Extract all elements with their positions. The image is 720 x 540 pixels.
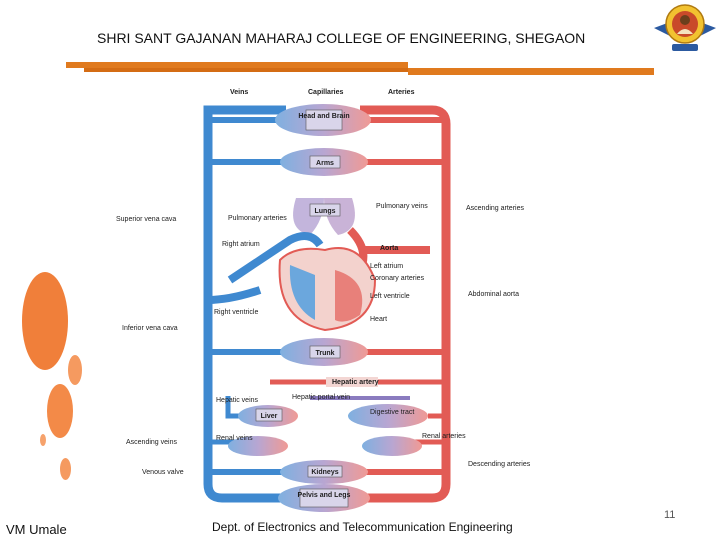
label-pelvis-and-legs: Pelvis and Legs: [298, 492, 351, 499]
footer-department: Dept. of Electronics and Telecommunicati…: [212, 520, 513, 534]
decorative-circle-small: [68, 355, 82, 385]
lungs-and-heart: Lungs: [207, 198, 430, 332]
header-rule-right: [408, 68, 654, 75]
circulation-diagram: Head and Brain Arms Lungs: [116, 89, 531, 512]
label-capillaries: Capillaries: [308, 89, 344, 96]
capillary-bed-liver: Liver: [238, 405, 298, 427]
decorative-circle-tiny: [60, 458, 71, 480]
capillary-bed-head: Head and Brain: [208, 104, 446, 136]
capillary-bed-trunk: Trunk: [208, 338, 446, 366]
footer-author: VM Umale: [6, 522, 67, 537]
capillary-bed-pelvis-legs: Pelvis and Legs: [278, 484, 370, 512]
label-pulmonary-veins: Pulmonary veins: [376, 203, 428, 210]
page-title: SHRI SANT GAJANAN MAHARAJ COLLEGE OF ENG…: [97, 30, 586, 46]
label-renal-veins: Renal veins: [216, 435, 253, 442]
college-logo: [654, 4, 716, 51]
label-right-ventricle: Right ventricle: [214, 309, 258, 316]
label-right-atrium: Right atrium: [222, 241, 260, 248]
label-hepatic-artery: Hepatic artery: [332, 379, 379, 386]
label-heart: Heart: [370, 316, 387, 323]
label-kidneys: Kidneys: [311, 469, 338, 476]
label-left-atrium: Left atrium: [370, 263, 403, 270]
label-ascending-veins: Ascending veins: [126, 439, 177, 446]
decorative-circle-large: [22, 272, 68, 370]
label-trunk: Trunk: [315, 350, 334, 357]
label-superior-vena-cava: Superior vena cava: [116, 216, 176, 223]
label-left-ventricle: Left ventricle: [370, 293, 410, 300]
decorative-circle-medium: [47, 384, 73, 438]
label-arms: Arms: [316, 160, 334, 167]
label-abdominal-aorta: Abdominal aorta: [468, 291, 519, 298]
capillary-bed-kidneys: Kidneys: [208, 436, 446, 484]
label-lungs: Lungs: [315, 208, 336, 215]
header-rule-left: [66, 62, 408, 68]
label-ascending-arteries: Ascending arteries: [466, 205, 524, 212]
page-number: 11: [664, 509, 676, 521]
label-hepatic-portal-vein: Hepatic portal vein: [292, 394, 350, 401]
label-veins: Veins: [230, 89, 248, 96]
vein-main: [203, 110, 300, 503]
capillary-bed-arms: Arms: [208, 148, 446, 176]
decorative-circle-dot: [40, 434, 46, 446]
label-hepatic-veins: Hepatic veins: [216, 397, 259, 404]
label-renal-arteries: Renal arteries: [422, 433, 466, 440]
label-venous-valve: Venous valve: [142, 469, 184, 476]
label-inferior-vena-cava: Inferior vena cava: [122, 325, 178, 332]
capillary-bed-digestive: [348, 404, 446, 428]
label-liver: Liver: [261, 413, 278, 420]
label-digestive-tract: Digestive tract: [370, 409, 414, 416]
label-head-and-brain: Head and Brain: [298, 113, 349, 120]
artery-main: [360, 105, 451, 503]
header-rule-joint: [84, 68, 408, 72]
label-coronary-arteries: Coronary arteries: [370, 275, 425, 282]
label-descending-arteries: Descending arteries: [468, 461, 531, 468]
label-pulmonary-arteries: Pulmonary arteries: [228, 215, 287, 222]
label-arteries: Arteries: [388, 89, 415, 96]
label-aorta: Aorta: [380, 245, 398, 252]
